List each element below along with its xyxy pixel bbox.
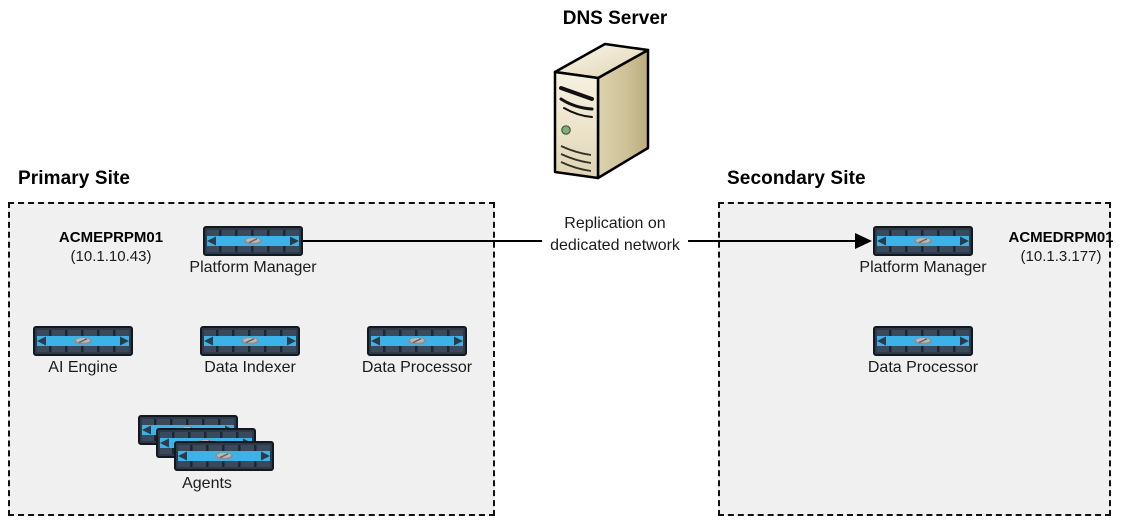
server-tower-icon (542, 42, 666, 188)
secondary-site-title: Secondary Site (727, 168, 866, 189)
node-label: AI Engine (48, 359, 118, 376)
secondary-host-name: ACMEDRPM01 (1008, 229, 1114, 246)
secondary-host-label: ACMEDRPM01 (10.1.3.177) (996, 228, 1126, 266)
primary-host-label: ACMEPRPM01 (10.1.10.43) (46, 228, 176, 266)
primary-host-ip: (10.1.10.43) (70, 248, 152, 266)
dns-server-title: DNS Server (562, 8, 668, 29)
replication-label: Replication on dedicated network (542, 212, 688, 259)
network-device-icon (203, 226, 303, 256)
node-label: Platform Manager (859, 259, 987, 276)
node-label: Platform Manager (189, 259, 317, 276)
network-device-icon (174, 441, 274, 471)
network-device-icon (33, 326, 133, 356)
node-ai-engine[interactable]: AI Engine (33, 326, 133, 376)
network-device-icon (367, 326, 467, 356)
node-agents[interactable]: Agents (138, 415, 278, 492)
network-device-icon (873, 226, 973, 256)
replication-label-line1: Replication on (564, 215, 666, 232)
replication-label-line2: dedicated network (550, 237, 680, 255)
primary-site-title: Primary Site (18, 168, 131, 189)
node-label: Agents (182, 475, 232, 492)
node-primary-platform-manager[interactable]: Platform Manager (189, 226, 317, 276)
node-secondary-platform-manager[interactable]: Platform Manager (859, 226, 987, 276)
primary-host-name: ACMEPRPM01 (58, 229, 164, 246)
node-label: Data Indexer (204, 359, 296, 376)
dns-server-node[interactable] (542, 42, 666, 188)
node-primary-data-processor[interactable]: Data Processor (362, 326, 472, 376)
node-label: Data Processor (867, 359, 979, 376)
secondary-host-ip: (10.1.3.177) (1020, 248, 1102, 266)
node-data-indexer[interactable]: Data Indexer (200, 326, 300, 376)
network-device-icon (873, 326, 973, 356)
node-secondary-data-processor[interactable]: Data Processor (868, 326, 978, 376)
network-device-icon (200, 326, 300, 356)
node-label: Data Processor (361, 359, 473, 376)
